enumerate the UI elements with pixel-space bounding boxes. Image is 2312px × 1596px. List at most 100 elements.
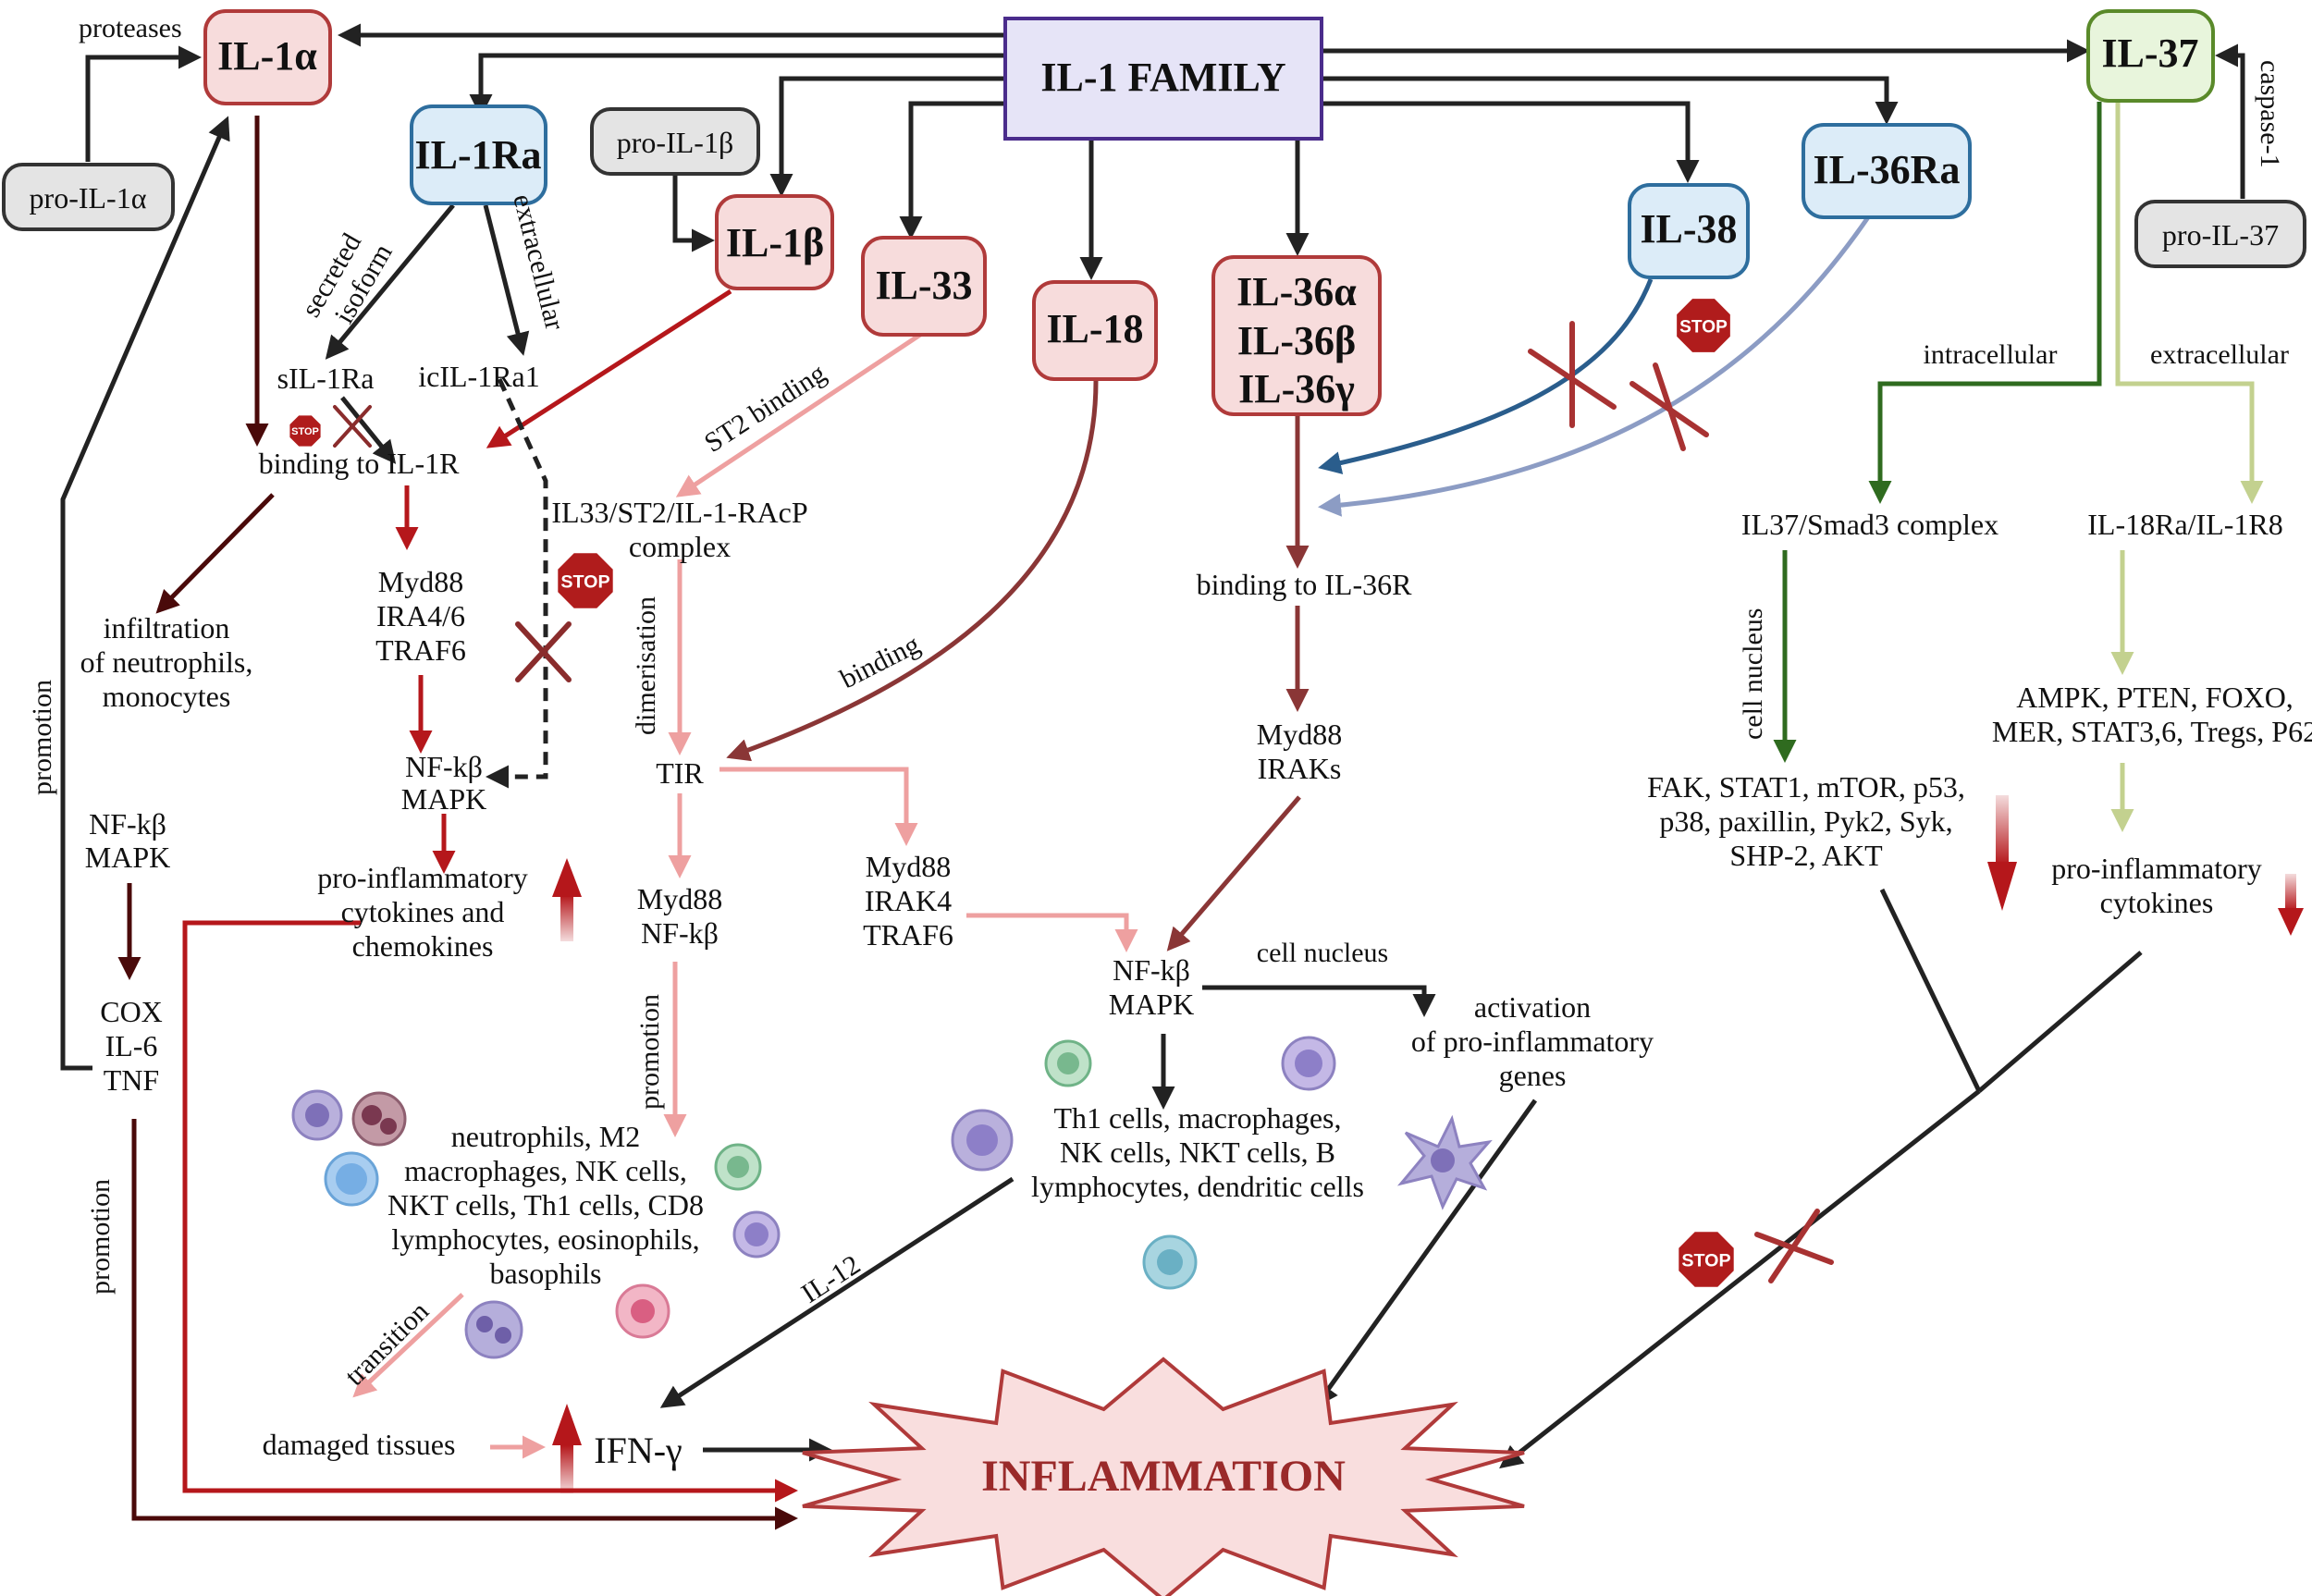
svg-text:icIL-1Ra1: icIL-1Ra1 — [418, 360, 540, 393]
svg-text:lymphocytes, dendritic cells: lymphocytes, dendritic cells — [1031, 1170, 1364, 1203]
stop-sign-label: STOP — [291, 426, 319, 437]
svg-text:Th1 cells, macrophages,: Th1 cells, macrophages, — [1054, 1101, 1342, 1135]
arrow-promotion-up — [60, 116, 230, 1071]
green-cell-icon — [714, 1143, 762, 1191]
box-pro-il37: pro-IL-37 — [2134, 200, 2306, 268]
svg-text:IL33/ST2/IL-1-RAcP: IL33/ST2/IL-1-RAcP — [551, 496, 807, 529]
x-mark-il38 — [1528, 321, 1617, 428]
svg-text:NF-kβ: NF-kβ — [1113, 953, 1190, 987]
arrow-il38-to-il36r — [1318, 278, 1654, 474]
stop-sign: STOP — [1675, 1228, 1738, 1291]
stop-sign-label: STOP — [560, 571, 609, 592]
svg-text:MER, STAT3,6, Tregs, P62: MER, STAT3,6, Tregs, P62 — [1992, 715, 2312, 748]
svg-text:cytokines: cytokines — [2100, 886, 2214, 919]
svg-text:MAPK: MAPK — [1109, 988, 1194, 1021]
svg-text:binding to IL-1R: binding to IL-1R — [259, 447, 461, 480]
arrow-tir-to-myd88-irak4 — [719, 767, 918, 846]
basophil-icon — [615, 1283, 670, 1339]
arrow-binding-to-infiltration — [155, 493, 275, 614]
svg-text:neutrophils, M2: neutrophils, M2 — [451, 1120, 640, 1153]
stop-sign-shape — [554, 549, 617, 612]
svg-text:MAPK: MAPK — [401, 782, 486, 816]
svg-text:intracellular: intracellular — [1924, 339, 2058, 370]
stop-sign: STOP — [1673, 295, 1734, 356]
arrow-il1ra-to-icil1ra1 — [483, 204, 530, 356]
svg-text:NF-kβ: NF-kβ — [89, 807, 166, 841]
svg-text:pro-inflammatory: pro-inflammatory — [317, 861, 527, 894]
svg-text:of neutrophils,: of neutrophils, — [80, 645, 253, 679]
arrow-pro-il1b-to-il1b — [672, 171, 715, 252]
svg-text:IL-36Ra: IL-36Ra — [1814, 147, 1961, 192]
x-mark-il37 — [1754, 1209, 1834, 1283]
svg-text:IL-37: IL-37 — [2101, 31, 2198, 76]
stop-sign-label: STOP — [1681, 1250, 1730, 1271]
arrow-il1b-to-binding — [486, 289, 732, 448]
svg-text:IL-1α: IL-1α — [217, 33, 317, 79]
text-labels: proteases secreted isoform extracellular… — [27, 13, 2312, 1471]
svg-text:MAPK: MAPK — [85, 841, 170, 874]
connectors — [60, 23, 2264, 1530]
svg-text:transition: transition — [339, 1295, 435, 1391]
arrow-family-to-il1b — [769, 76, 1003, 197]
arrow-il37-extracellular — [2115, 102, 2264, 504]
arrow-nfkb-to-activation — [1202, 985, 1436, 1017]
svg-text:TNF: TNF — [104, 1063, 159, 1097]
arrow-family-to-il33 — [899, 101, 1003, 239]
arrow-family-to-il38 — [1322, 101, 1700, 183]
arrow-chemokines-to-inflammation — [182, 920, 798, 1503]
arrow-family-to-il36ra — [1322, 76, 1899, 125]
svg-text:cell nucleus: cell nucleus — [1738, 608, 1768, 740]
arrow-il36ra-to-il36r — [1318, 215, 1871, 517]
dashed-icil1ra1-to-nfkb — [486, 377, 548, 789]
up-arrow-chemokines — [552, 858, 582, 941]
svg-text:binding: binding — [835, 629, 925, 694]
eosinophil-icon — [351, 1091, 407, 1147]
svg-text:basophils: basophils — [490, 1257, 602, 1290]
inhibition-x-marks — [333, 321, 1834, 1283]
arrow-th1-to-ifn — [659, 1176, 1015, 1408]
svg-text:caspase-1: caspase-1 — [2255, 60, 2285, 168]
svg-text:promotion: promotion — [85, 1179, 116, 1295]
purple-cell-icon — [732, 1210, 781, 1258]
svg-text:genes: genes — [1499, 1059, 1567, 1092]
svg-text:IL37/Smad3 complex: IL37/Smad3 complex — [1741, 508, 1998, 541]
svg-text:IRAK4: IRAK4 — [865, 884, 952, 917]
inflammation-label: INFLAMMATION — [981, 1452, 1346, 1501]
stop-sign-shape — [288, 413, 323, 448]
arrow-irak4-to-nfkb — [966, 913, 1138, 952]
svg-text:TRAF6: TRAF6 — [863, 918, 953, 951]
svg-text:TRAF6: TRAF6 — [375, 633, 466, 667]
svg-text:IL-1Ra: IL-1Ra — [415, 132, 542, 178]
inflammation-burst: INFLAMMATION — [802, 1357, 1525, 1596]
svg-text:monocytes: monocytes — [103, 680, 231, 713]
svg-text:SHP-2, AKT: SHP-2, AKT — [1729, 839, 1883, 872]
svg-text:extracellular: extracellular — [507, 191, 570, 333]
purple-cell-icon-3 — [1281, 1036, 1336, 1091]
box-il1-family: IL-1 FAMILY — [1003, 17, 1323, 141]
box-il18: IL-18 — [1032, 280, 1158, 381]
arrow-pro-il1a-to-il1a — [85, 45, 202, 162]
box-il37: IL-37 — [2086, 9, 2215, 103]
x-mark-il1r — [333, 405, 372, 448]
svg-text:chemokines: chemokines — [352, 929, 494, 963]
teal-cell-icon — [1142, 1234, 1198, 1290]
box-il36: IL-36α IL-36β IL-36γ — [1211, 255, 1382, 416]
arrow-il18-to-tir — [726, 380, 1099, 762]
box-il1ra: IL-1Ra — [410, 104, 547, 205]
svg-text:TIR: TIR — [656, 756, 704, 790]
svg-text:p38, paxillin, Pyk2, Syk,: p38, paxillin, Pyk2, Syk, — [1659, 804, 1952, 838]
inhibit-line-left — [1879, 888, 1982, 1093]
svg-text:promotion: promotion — [634, 994, 665, 1110]
box-pro-il1b: pro-IL-1β — [590, 107, 760, 176]
arrow-pro-il37-to-il37 — [2215, 43, 2245, 199]
stop-sign: STOP — [288, 413, 323, 448]
svg-text:cell nucleus: cell nucleus — [1257, 938, 1388, 968]
svg-text:IL-12: IL-12 — [796, 1249, 866, 1309]
svg-text:IL-18: IL-18 — [1046, 306, 1143, 351]
box-il33: IL-33 — [861, 236, 987, 337]
svg-text:lymphocytes, eosinophils,: lymphocytes, eosinophils, — [391, 1222, 699, 1256]
svg-text:IL-33: IL-33 — [875, 263, 972, 308]
svg-text:pro-IL-1α: pro-IL-1α — [30, 181, 147, 215]
arrow-iraks-to-nfkb — [1166, 795, 1301, 951]
